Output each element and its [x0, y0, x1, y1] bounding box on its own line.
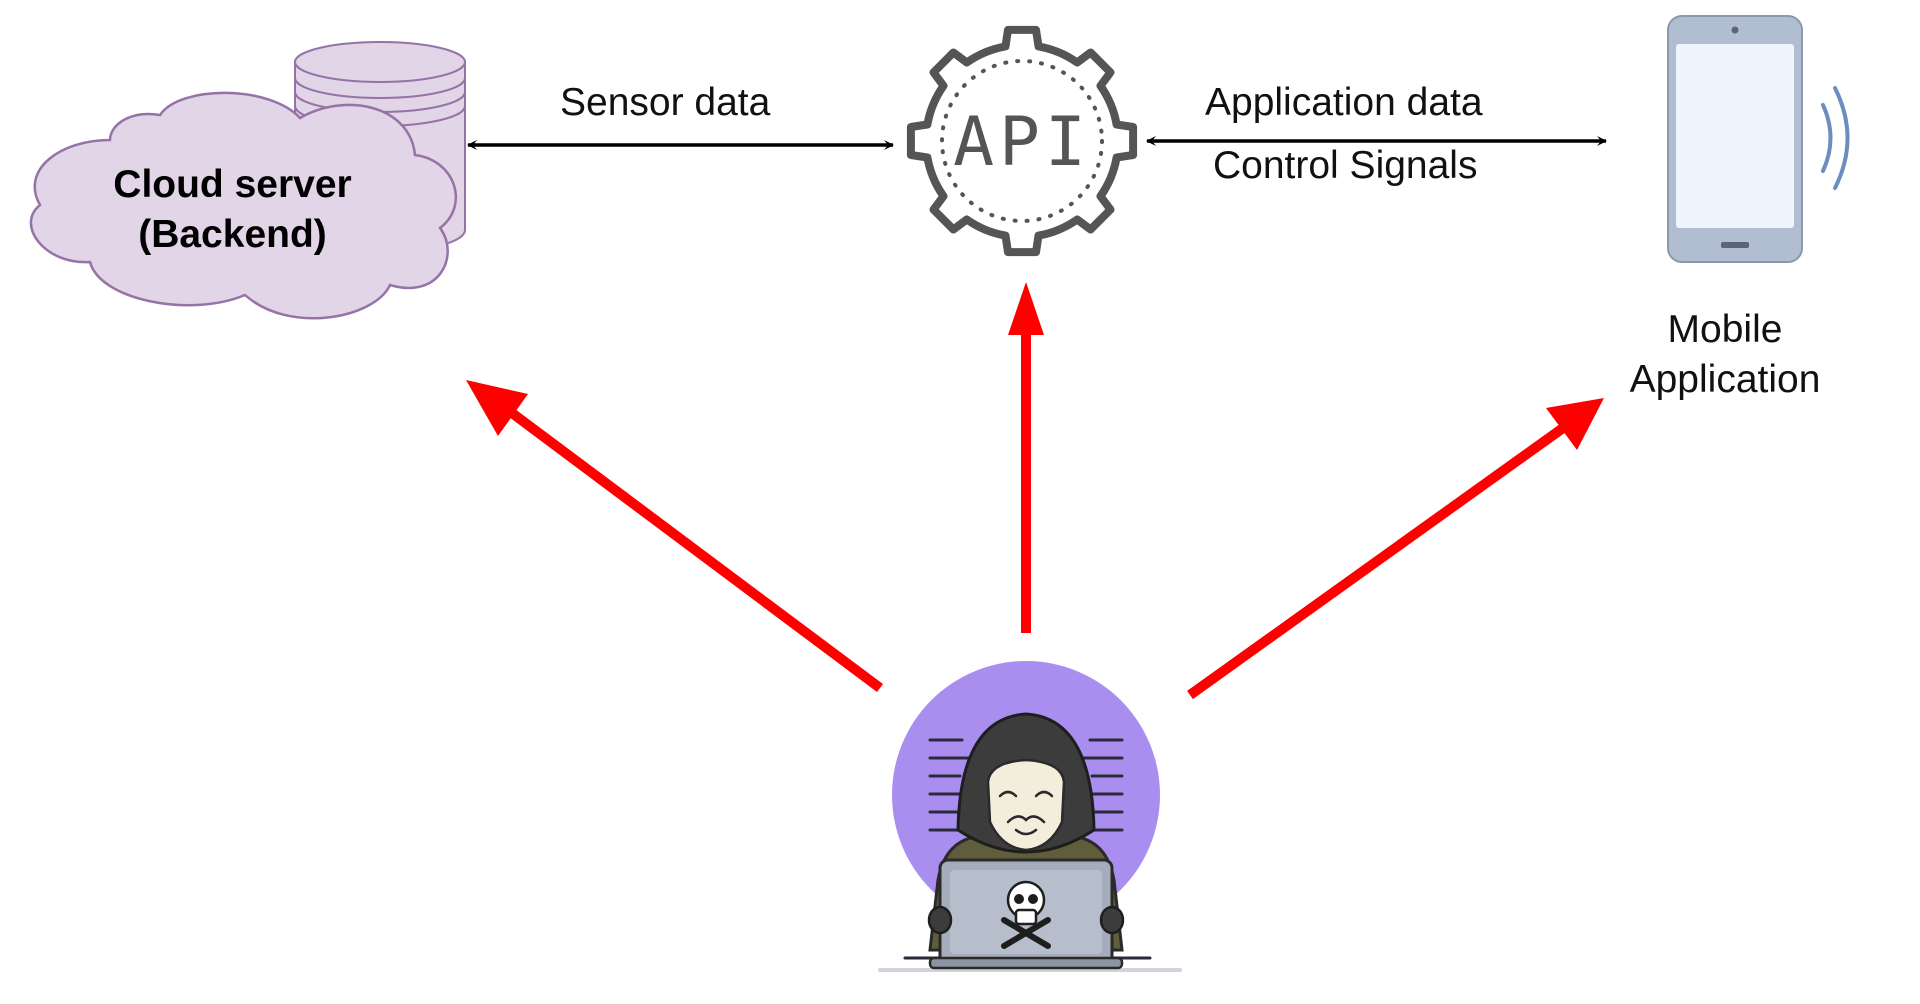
attacker-node — [878, 661, 1182, 972]
phone-icon — [1667, 15, 1803, 263]
sensor-data-label: Sensor data — [560, 81, 771, 124]
attack-arrow-to-api — [1008, 282, 1044, 633]
signal-waves-icon — [1821, 86, 1850, 190]
api-gear-node: API — [906, 25, 1138, 257]
mobile-application-label-line1: Mobile — [1667, 308, 1783, 351]
cloud-server-label-line2: (Backend) — [138, 213, 327, 256]
cloud-server-node — [29, 41, 466, 320]
control-signals-label: Control Signals — [1213, 144, 1478, 187]
attack-arrow-to-cloud — [466, 380, 883, 693]
mobile-application-label-line2: Application — [1629, 358, 1821, 401]
gear-icon — [906, 25, 1138, 257]
gear-dotted-ring — [940, 59, 1104, 223]
cloud-icon — [29, 91, 457, 320]
mobile-phone-node — [1667, 15, 1850, 263]
hacker-icon — [878, 661, 1182, 972]
application-data-label: Application data — [1205, 81, 1483, 124]
skull-icon — [1001, 880, 1051, 949]
attack-arrow-to-mobile — [1187, 398, 1604, 700]
mobile-application-label: Mobile Application — [1600, 305, 1850, 405]
api-label: API — [953, 103, 1091, 182]
cloud-server-label: Cloud server (Backend) — [40, 160, 425, 260]
cloud-server-label-line1: Cloud server — [113, 163, 352, 206]
